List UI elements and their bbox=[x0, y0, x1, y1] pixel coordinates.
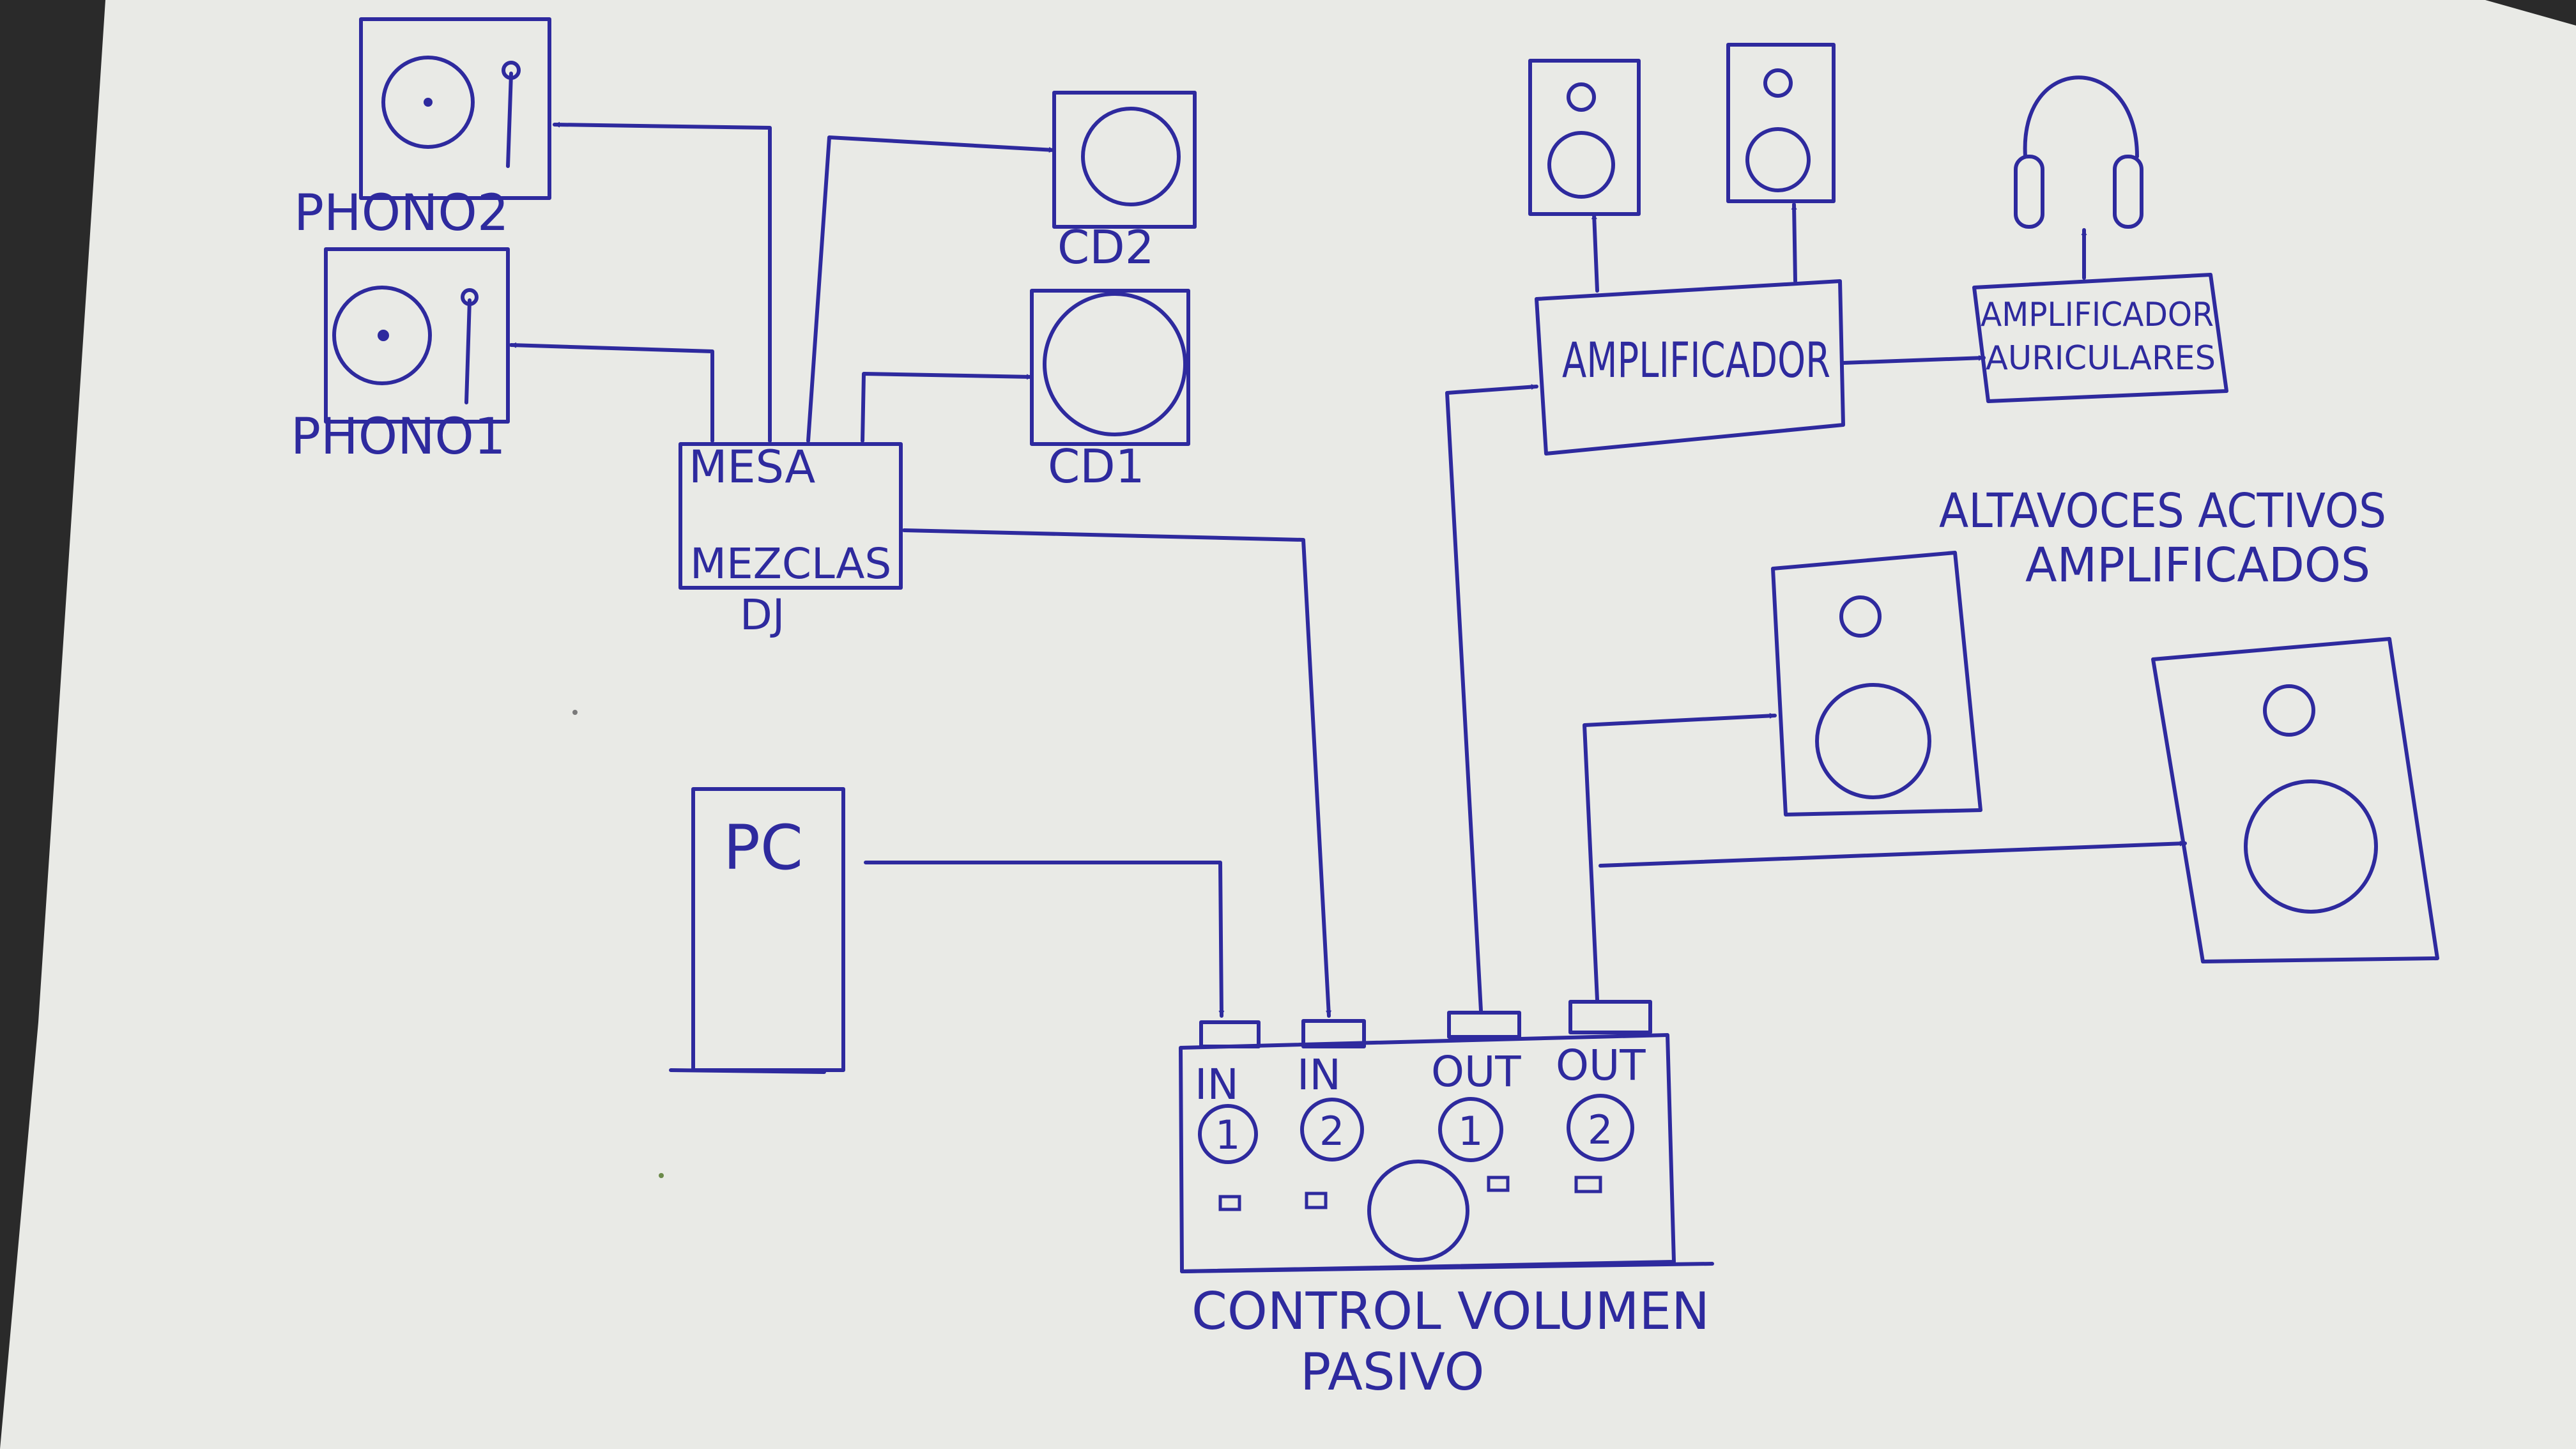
control-label-line1: CONTROL VOLUMEN bbox=[1192, 1282, 1710, 1341]
cd1-player bbox=[1030, 289, 1190, 446]
passive-volume-control bbox=[1179, 1000, 1714, 1273]
wire-pc-to-in1 bbox=[864, 861, 1225, 1018]
wire-amp-to-speaker-right bbox=[1791, 203, 1797, 283]
pc-tower bbox=[669, 787, 845, 1074]
dj-mixer bbox=[678, 442, 903, 590]
port-in2-label: IN bbox=[1297, 1050, 1341, 1100]
cd1-label: CD1 bbox=[1048, 440, 1145, 493]
headphones-icon bbox=[2014, 75, 2143, 229]
active-speaker-1 bbox=[1771, 551, 1982, 816]
active-speakers-label-line1: ALTAVOCES ACTIVOS bbox=[1939, 484, 2386, 539]
port-out2-number: 2 bbox=[1588, 1107, 1613, 1153]
port-out2-label: OUT bbox=[1556, 1041, 1646, 1090]
pc-label: PC bbox=[723, 812, 803, 884]
active-speakers-label-line2: AMPLIFICADOS bbox=[2025, 538, 2370, 593]
mixer-label-line3: DJ bbox=[740, 590, 785, 640]
phono2-label: PHONO2 bbox=[294, 185, 509, 242]
phono2-turntable bbox=[359, 17, 551, 200]
wire-amp-to-headphone-amp bbox=[1841, 355, 1986, 365]
mixer-label-line2: MEZCLAS bbox=[690, 539, 891, 588]
wire-out2-to-active-speaker-2 bbox=[1598, 840, 2187, 868]
mixer-label-line1: MESA bbox=[689, 441, 815, 493]
paper-speck bbox=[572, 710, 578, 715]
headphone-amp-label-line1: AMPLIFICADOR bbox=[1981, 296, 2214, 334]
wire-mixer-to-cd2 bbox=[806, 135, 1056, 443]
control-label-line2: PASIVO bbox=[1300, 1342, 1485, 1402]
wire-out2-to-active-speaker-1 bbox=[1583, 712, 1777, 1002]
paper-speck bbox=[659, 1173, 664, 1178]
phono1-label: PHONO1 bbox=[291, 408, 505, 466]
cd2-label: CD2 bbox=[1057, 220, 1154, 274]
active-speaker-2 bbox=[2151, 637, 2439, 963]
port-in1-number: 1 bbox=[1215, 1112, 1240, 1158]
wire-mixer-to-cd1 bbox=[861, 372, 1034, 443]
volume-knob bbox=[1367, 1160, 1469, 1262]
amplifier-label: AMPLIFICADOR bbox=[1562, 332, 1830, 388]
passive-speaker-right bbox=[1726, 43, 1836, 203]
wire-mixer-to-phono1 bbox=[509, 342, 714, 443]
wire-mixer-to-phono2 bbox=[553, 121, 772, 443]
port-out1-label: OUT bbox=[1431, 1047, 1521, 1096]
passive-speaker-left bbox=[1528, 59, 1641, 216]
wire-out1-to-amplifier bbox=[1445, 384, 1538, 1013]
headphone-amplifier bbox=[1972, 273, 2228, 403]
phono1-turntable bbox=[324, 247, 510, 424]
port-in2-number: 2 bbox=[1319, 1108, 1344, 1154]
wire-amp-to-speaker-left bbox=[1591, 212, 1599, 293]
port-in1-label: IN bbox=[1195, 1060, 1239, 1109]
headphone-amp-label-line2: AURICULARES bbox=[1986, 339, 2216, 378]
port-out1-number: 1 bbox=[1458, 1108, 1483, 1154]
wire-mixer-to-in2 bbox=[902, 528, 1332, 1018]
cd2-player bbox=[1052, 91, 1197, 229]
amplifier bbox=[1535, 279, 1845, 456]
